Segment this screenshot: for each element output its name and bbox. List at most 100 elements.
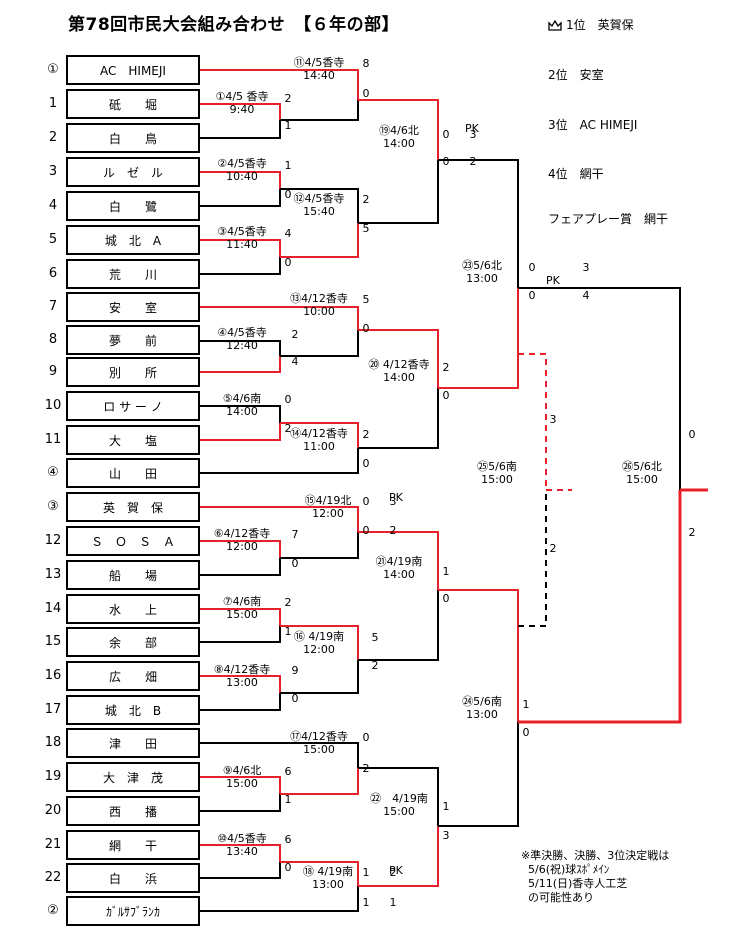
ranking-item: 2位 安室 (548, 68, 604, 82)
team-name: ル ゼ ル (66, 157, 200, 187)
match-number: ㉑4/19南 (375, 555, 423, 568)
team-seed: ③ (47, 499, 59, 514)
team-seed: 1 (48, 96, 58, 111)
match-score-top: 3 (549, 413, 557, 426)
pk-label: PK (546, 274, 560, 287)
note-line: の可能性あり (528, 891, 594, 904)
team-name: 夢 前 (66, 325, 200, 355)
team-seed: 7 (48, 299, 58, 314)
pk-label: PK (389, 864, 403, 877)
match-score-top: 1 (362, 866, 370, 879)
match-number: ㉖5/6北 (622, 460, 662, 473)
match-time: 14:00 (383, 137, 415, 150)
team-seed: 12 (44, 533, 62, 548)
match-score-top: 1 (284, 159, 292, 172)
match-number: ①4/5 香寺 (215, 90, 269, 103)
match-score-bottom: 1 (284, 625, 292, 638)
match-score-bottom: 0 (442, 592, 450, 605)
match-time: 10:00 (303, 305, 335, 318)
match-score-top: 2 (284, 92, 292, 105)
match-time: 14:00 (383, 371, 415, 384)
ranking-item: フェアプレー賞 網干 (548, 212, 669, 226)
team-name: 水 上 (66, 594, 200, 624)
match-score-top: 8 (362, 57, 370, 70)
note-line: ※準決勝、決勝、3位決定戦は (521, 849, 670, 862)
team-seed: 21 (44, 837, 62, 852)
match-score-bottom: 4 (291, 355, 299, 368)
match-number: ⑲4/6北 (379, 124, 419, 137)
team-name: AC HIMEJI (66, 55, 200, 85)
team-name: 安 室 (66, 292, 200, 322)
match-time: 12:40 (226, 339, 258, 352)
match-score-bottom: 2 (688, 526, 696, 539)
team-name: 白 浜 (66, 863, 200, 893)
pk-score-top: 3 (389, 495, 397, 508)
match-number: ⑰4/12香寺 (290, 730, 348, 743)
team-seed: 10 (44, 398, 62, 413)
match-time: 9:40 (229, 103, 255, 116)
match-number: ㉒ 4/19南 (370, 792, 428, 805)
team-seed: 4 (48, 198, 58, 213)
team-seed: 3 (48, 164, 58, 179)
team-name: 山 田 (66, 458, 200, 488)
team-seed: 22 (44, 870, 62, 885)
team-seed: 2 (48, 130, 58, 145)
ranking-item: 4位 網干 (548, 167, 604, 181)
team-name: 砥 堀 (66, 89, 200, 119)
team-name: 英 賀 保 (66, 492, 200, 522)
match-score-bottom: 0 (528, 289, 536, 302)
match-score-top: 0 (442, 128, 450, 141)
match-score-top: 2 (362, 428, 370, 441)
team-name: ｶﾞﾙｻﾌﾞﾗﾝｶ (66, 896, 200, 926)
team-name: 城 北 A (66, 225, 200, 255)
team-name: 広 畑 (66, 661, 200, 691)
match-score-top: 2 (291, 328, 299, 341)
match-number: ③4/5香寺 (217, 225, 267, 238)
pk-score-top: 2 (389, 866, 397, 879)
team-name: ロ サ ー ノ (66, 391, 200, 421)
team-name: 津 田 (66, 728, 200, 758)
team-name: 荒 川 (66, 259, 200, 289)
team-seed: 18 (44, 735, 62, 750)
match-number: ⑳ 4/12香寺 (368, 358, 430, 371)
match-score-top: 0 (362, 731, 370, 744)
match-number: ㉓5/6北 (462, 259, 502, 272)
ranking-item: 1位 英賀保 (566, 18, 634, 32)
match-number: ⑯ 4/19南 (293, 630, 345, 643)
team-name: 網 干 (66, 830, 200, 860)
match-time: 12:00 (312, 507, 344, 520)
match-score-top: 9 (291, 664, 299, 677)
match-score-top: 1 (522, 698, 530, 711)
match-number: ②4/5香寺 (217, 157, 267, 170)
match-score-bottom: 3 (442, 829, 450, 842)
pk-score-top: 3 (582, 261, 590, 274)
match-score-bottom: 1 (284, 119, 292, 132)
match-number: ⑬4/12香寺 (290, 292, 348, 305)
match-time: 10:40 (226, 170, 258, 183)
team-name: 余 部 (66, 627, 200, 657)
match-score-bottom: 0 (442, 155, 450, 168)
match-number: ⑥4/12香寺 (213, 527, 271, 540)
match-time: 11:00 (303, 440, 335, 453)
match-score-top: 2 (362, 193, 370, 206)
team-seed: 11 (44, 432, 62, 447)
pk-score-bottom: 4 (582, 289, 590, 302)
match-number: ⑧4/12香寺 (213, 663, 271, 676)
match-time: 14:00 (226, 405, 258, 418)
match-number: ⑱ 4/19南 (302, 865, 354, 878)
match-score-bottom: 2 (362, 762, 370, 775)
team-seed: 8 (48, 332, 58, 347)
